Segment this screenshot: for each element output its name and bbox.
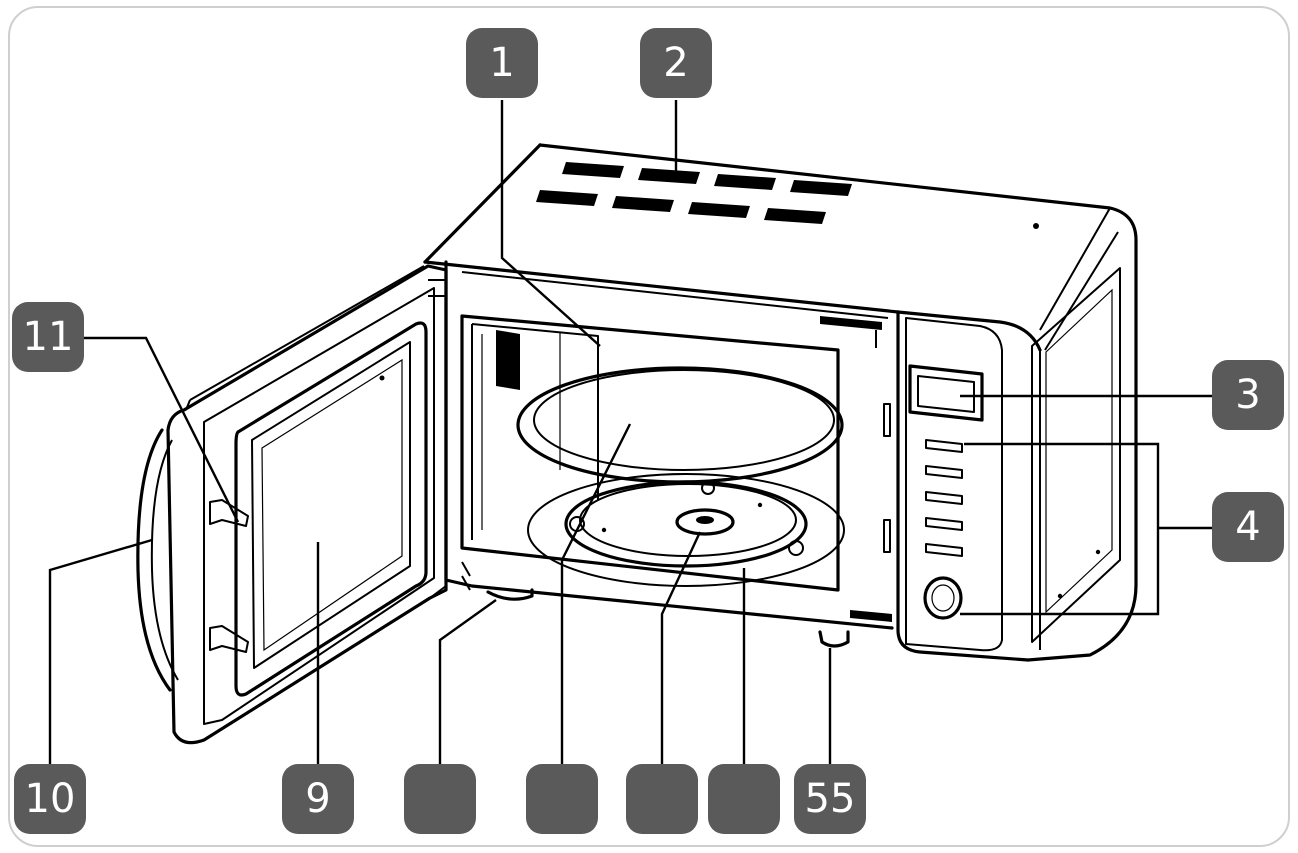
callout-label: 10 <box>25 776 76 822</box>
callout-badge-6 <box>626 764 698 834</box>
callout-badge-10: 10 <box>14 764 86 834</box>
callout-label: 3 <box>1235 372 1260 418</box>
rotating-coupler <box>602 503 762 534</box>
callout-label: 55 <box>805 776 856 822</box>
callout-badge-11: 11 <box>12 302 84 372</box>
top-vents <box>536 162 852 224</box>
callout-badge-7 <box>526 764 598 834</box>
callout-label: 1 <box>489 40 514 86</box>
door <box>138 266 446 743</box>
callout-badge-4: 4 <box>1212 492 1284 562</box>
control-buttons <box>926 440 962 556</box>
callout-badge-8 <box>404 764 476 834</box>
callout-label: 9 <box>305 776 330 822</box>
callout-badge-1: 1 <box>466 28 538 98</box>
glass-tray <box>518 368 842 482</box>
callout-badge-2: 2 <box>640 28 712 98</box>
callout-badge-5a <box>708 764 780 834</box>
front-face <box>446 262 1028 660</box>
callout-label: 2 <box>663 40 688 86</box>
callout-badge-5: 55 <box>794 764 866 834</box>
callout-badge-9: 9 <box>282 764 354 834</box>
callout-badge-3: 3 <box>1212 360 1284 430</box>
control-knob <box>925 578 961 618</box>
callout-label: 4 <box>1235 504 1260 550</box>
callout-label: 11 <box>23 314 74 360</box>
